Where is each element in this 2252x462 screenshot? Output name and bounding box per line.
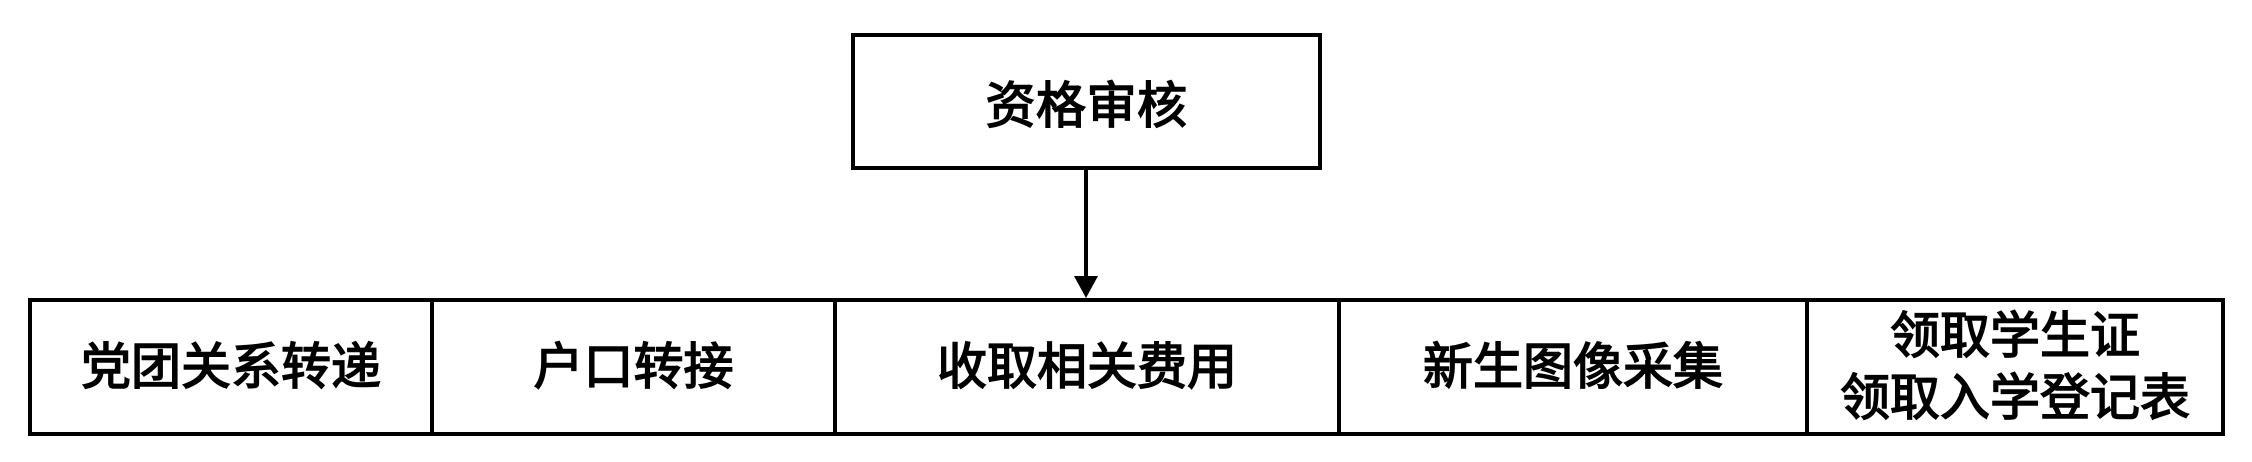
down-arrow-shaft [1084, 170, 1088, 278]
process-cell-fee-collection: 收取相关费用 [833, 302, 1337, 432]
process-cell-household-registration: 户口转接 [430, 302, 833, 432]
qualification-review-box: 资格审核 [851, 33, 1322, 170]
process-cell-party-league-transfer: 党团关系转递 [32, 302, 430, 432]
process-cell-label-line1: 领取学生证 [1890, 307, 2140, 365]
process-cell-label: 新生图像采集 [1423, 338, 1723, 396]
process-cell-label: 党团关系转递 [81, 338, 381, 396]
qualification-review-label: 资格审核 [985, 76, 1188, 135]
process-cell-label: 收取相关费用 [937, 338, 1237, 396]
process-cell-collect-id-and-form: 领取学生证 领取入学登记表 [1805, 302, 2221, 432]
process-row: 党团关系转递 户口转接 收取相关费用 新生图像采集 领取学生证 领取入学登记表 [28, 298, 2225, 436]
process-cell-label: 户口转接 [533, 338, 734, 396]
process-cell-image-capture: 新生图像采集 [1337, 302, 1805, 432]
down-arrow-icon [1074, 276, 1098, 298]
process-cell-label-line2: 领取入学登记表 [1840, 369, 2190, 427]
